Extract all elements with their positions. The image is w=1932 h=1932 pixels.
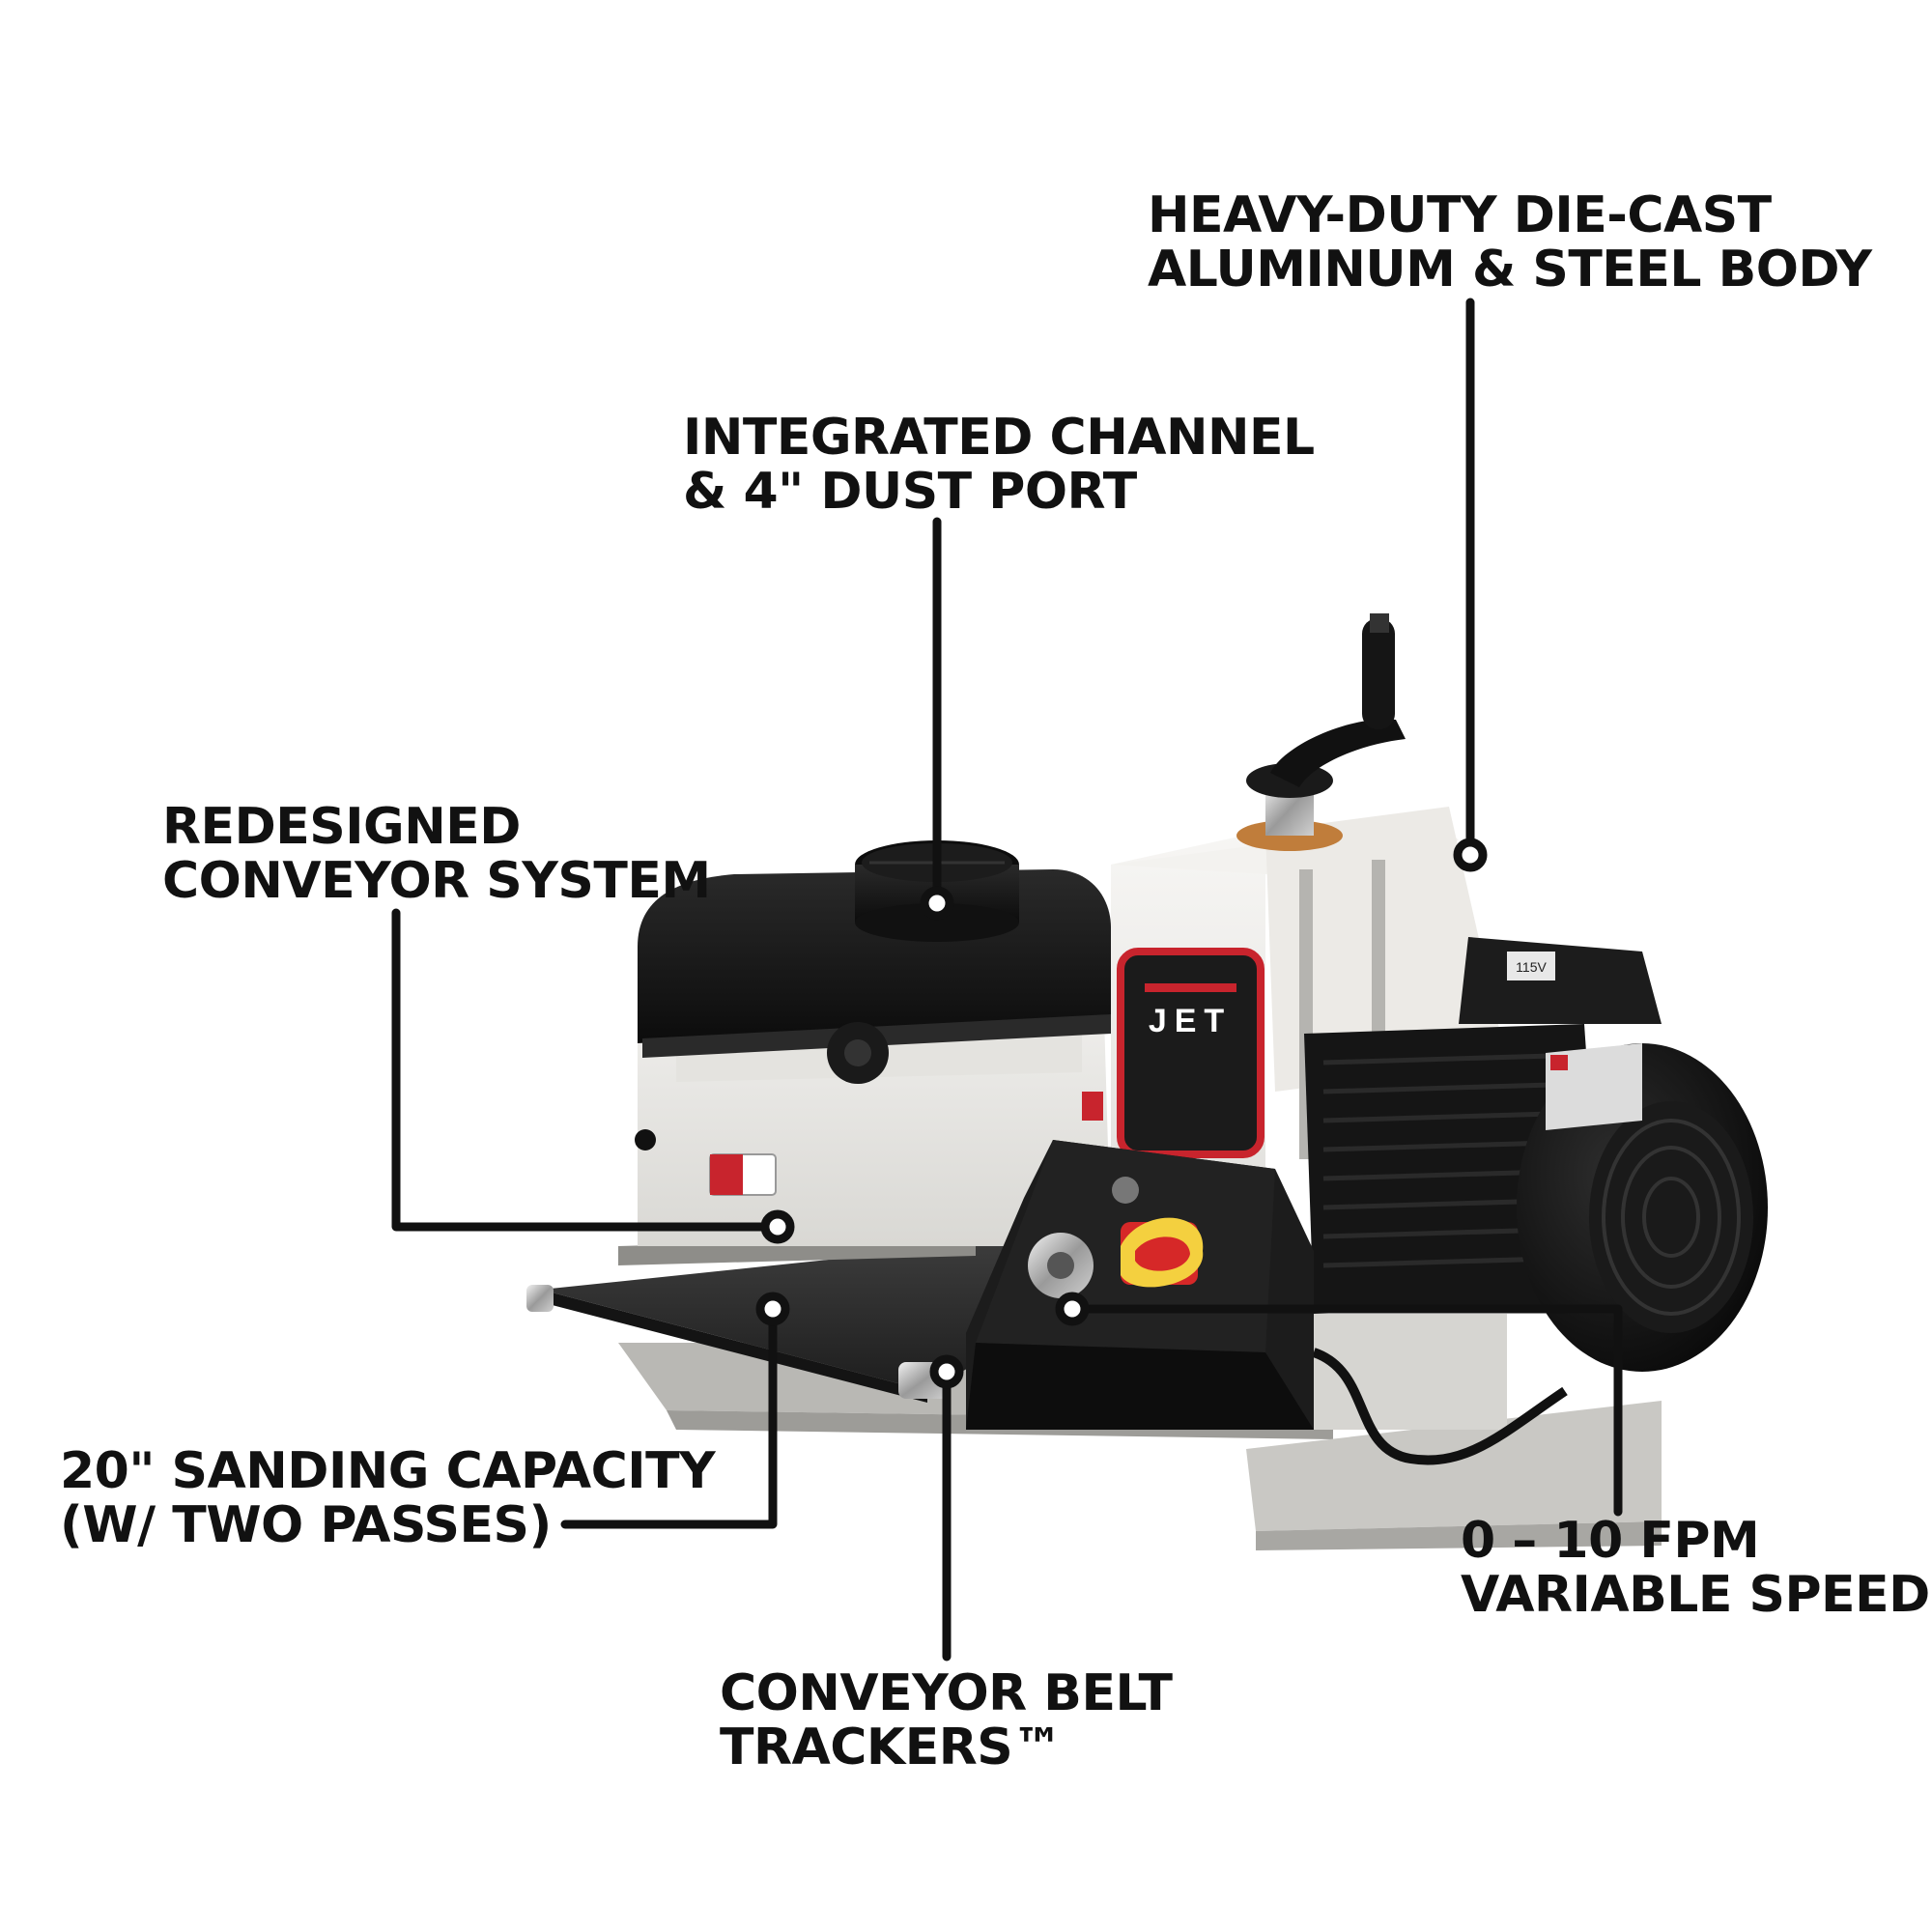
power-paddle-switch[interactable] [1121,1217,1204,1288]
speed-indicator-dial [1112,1177,1139,1204]
callout-belt-trackers: CONVEYOR BELT TRACKERS™ [720,1664,1173,1776]
callout-dust-port: INTEGRATED CHANNEL & 4" DUST PORT [683,409,1315,521]
height-crank[interactable] [1236,613,1406,851]
dust-port [855,840,1019,942]
callout-variable-speed: 0 – 10 FPM VARIABLE SPEED [1461,1512,1930,1624]
callout-sanding-capacity: 20" SANDING CAPACITY (W/ TWO PASSES) [60,1442,716,1554]
belt-tracker-roller[interactable] [898,1362,949,1399]
voltage-tag: 115V [1516,959,1547,975]
callout-conveyor-system: REDESIGNED CONVEYOR SYSTEM [162,798,711,910]
motor: 115V [1304,937,1768,1372]
crank-handle[interactable] [1362,618,1395,729]
callout-body: HEAVY-DUTY DIE-CAST ALUMINUM & STEEL BOD… [1148,186,1872,298]
belt-roller-left [526,1285,554,1312]
motor-junction-box [1459,937,1662,1024]
brand-logo: JET [1149,1003,1232,1039]
